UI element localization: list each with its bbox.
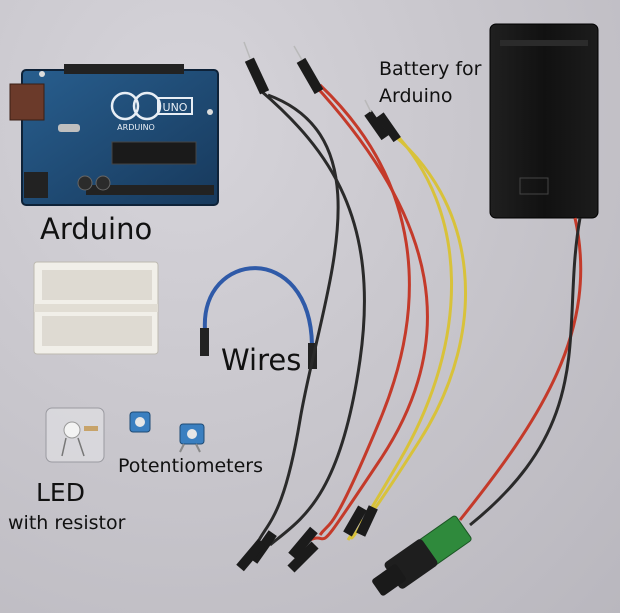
wire-connectors (236, 57, 401, 573)
label-arduino: Arduino (40, 212, 153, 246)
label-battery-line1: Battery for (379, 58, 482, 80)
barrel-connector (372, 515, 472, 596)
label-with-resistor: with resistor (8, 512, 126, 534)
led-package (45, 407, 105, 463)
potentiometers (129, 411, 205, 453)
board-uno-text: UNO (163, 101, 188, 114)
arduino-board: UNO ARDUINO (9, 64, 219, 206)
wire-pins (243, 41, 372, 113)
label-battery-line2: Arduino (379, 85, 453, 107)
label-potentiometers: Potentiometers (118, 455, 263, 477)
label-led: LED (36, 478, 85, 507)
long-jumper-wires (250, 80, 467, 561)
label-wires: Wires (221, 343, 302, 377)
battery-holder (489, 23, 599, 219)
breadboard (33, 261, 159, 355)
battery-leads (458, 217, 583, 527)
label-battery: Battery for Arduino (379, 56, 482, 110)
board-arduino-text: ARDUINO (117, 123, 155, 132)
